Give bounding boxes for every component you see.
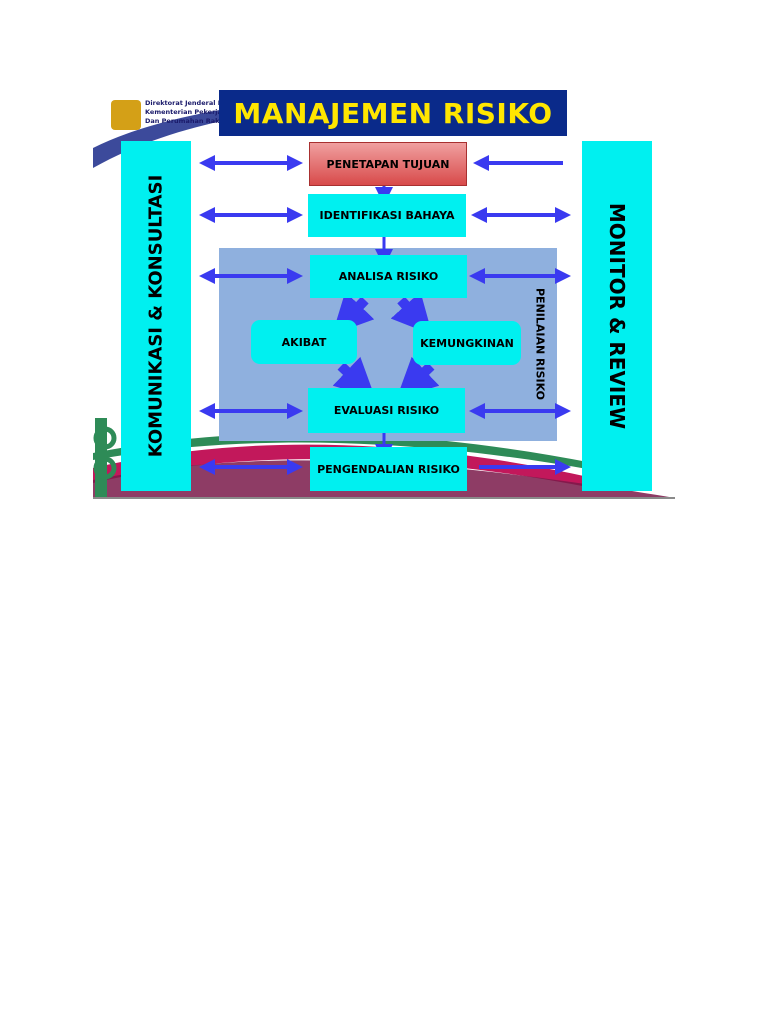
evaluasi-risiko-box: EVALUASI RISIKO	[308, 388, 465, 433]
arrow-analisa-akibat	[346, 300, 365, 320]
kemungkinan-label: KEMUNGKINAN	[420, 337, 514, 350]
kemungkinan-box: KEMUNGKINAN	[413, 321, 521, 365]
penetapan-tujuan-box: PENETAPAN TUJUAN	[309, 142, 467, 186]
evaluasi-risiko-label: EVALUASI RISIKO	[334, 404, 439, 417]
analisa-risiko-label: ANALISA RISIKO	[339, 270, 439, 283]
penetapan-tujuan-label: PENETAPAN TUJUAN	[327, 158, 450, 171]
analisa-risiko-box: ANALISA RISIKO	[310, 255, 467, 298]
akibat-label: AKIBAT	[282, 336, 327, 349]
identifikasi-bahaya-label: IDENTIFIKASI BAHAYA	[319, 209, 454, 222]
arrow-kemungkinan-evaluasi	[411, 366, 431, 385]
identifikasi-bahaya-box: IDENTIFIKASI BAHAYA	[308, 194, 466, 237]
akibat-box: AKIBAT	[251, 320, 357, 364]
pengendalian-risiko-label: PENGENDALIAN RISIKO	[317, 463, 460, 476]
slide-bottom-border	[93, 497, 675, 499]
arrow-akibat-evaluasi	[341, 366, 361, 385]
arrow-analisa-kemungkinan	[401, 300, 419, 320]
pengendalian-risiko-box: PENGENDALIAN RISIKO	[310, 447, 467, 491]
